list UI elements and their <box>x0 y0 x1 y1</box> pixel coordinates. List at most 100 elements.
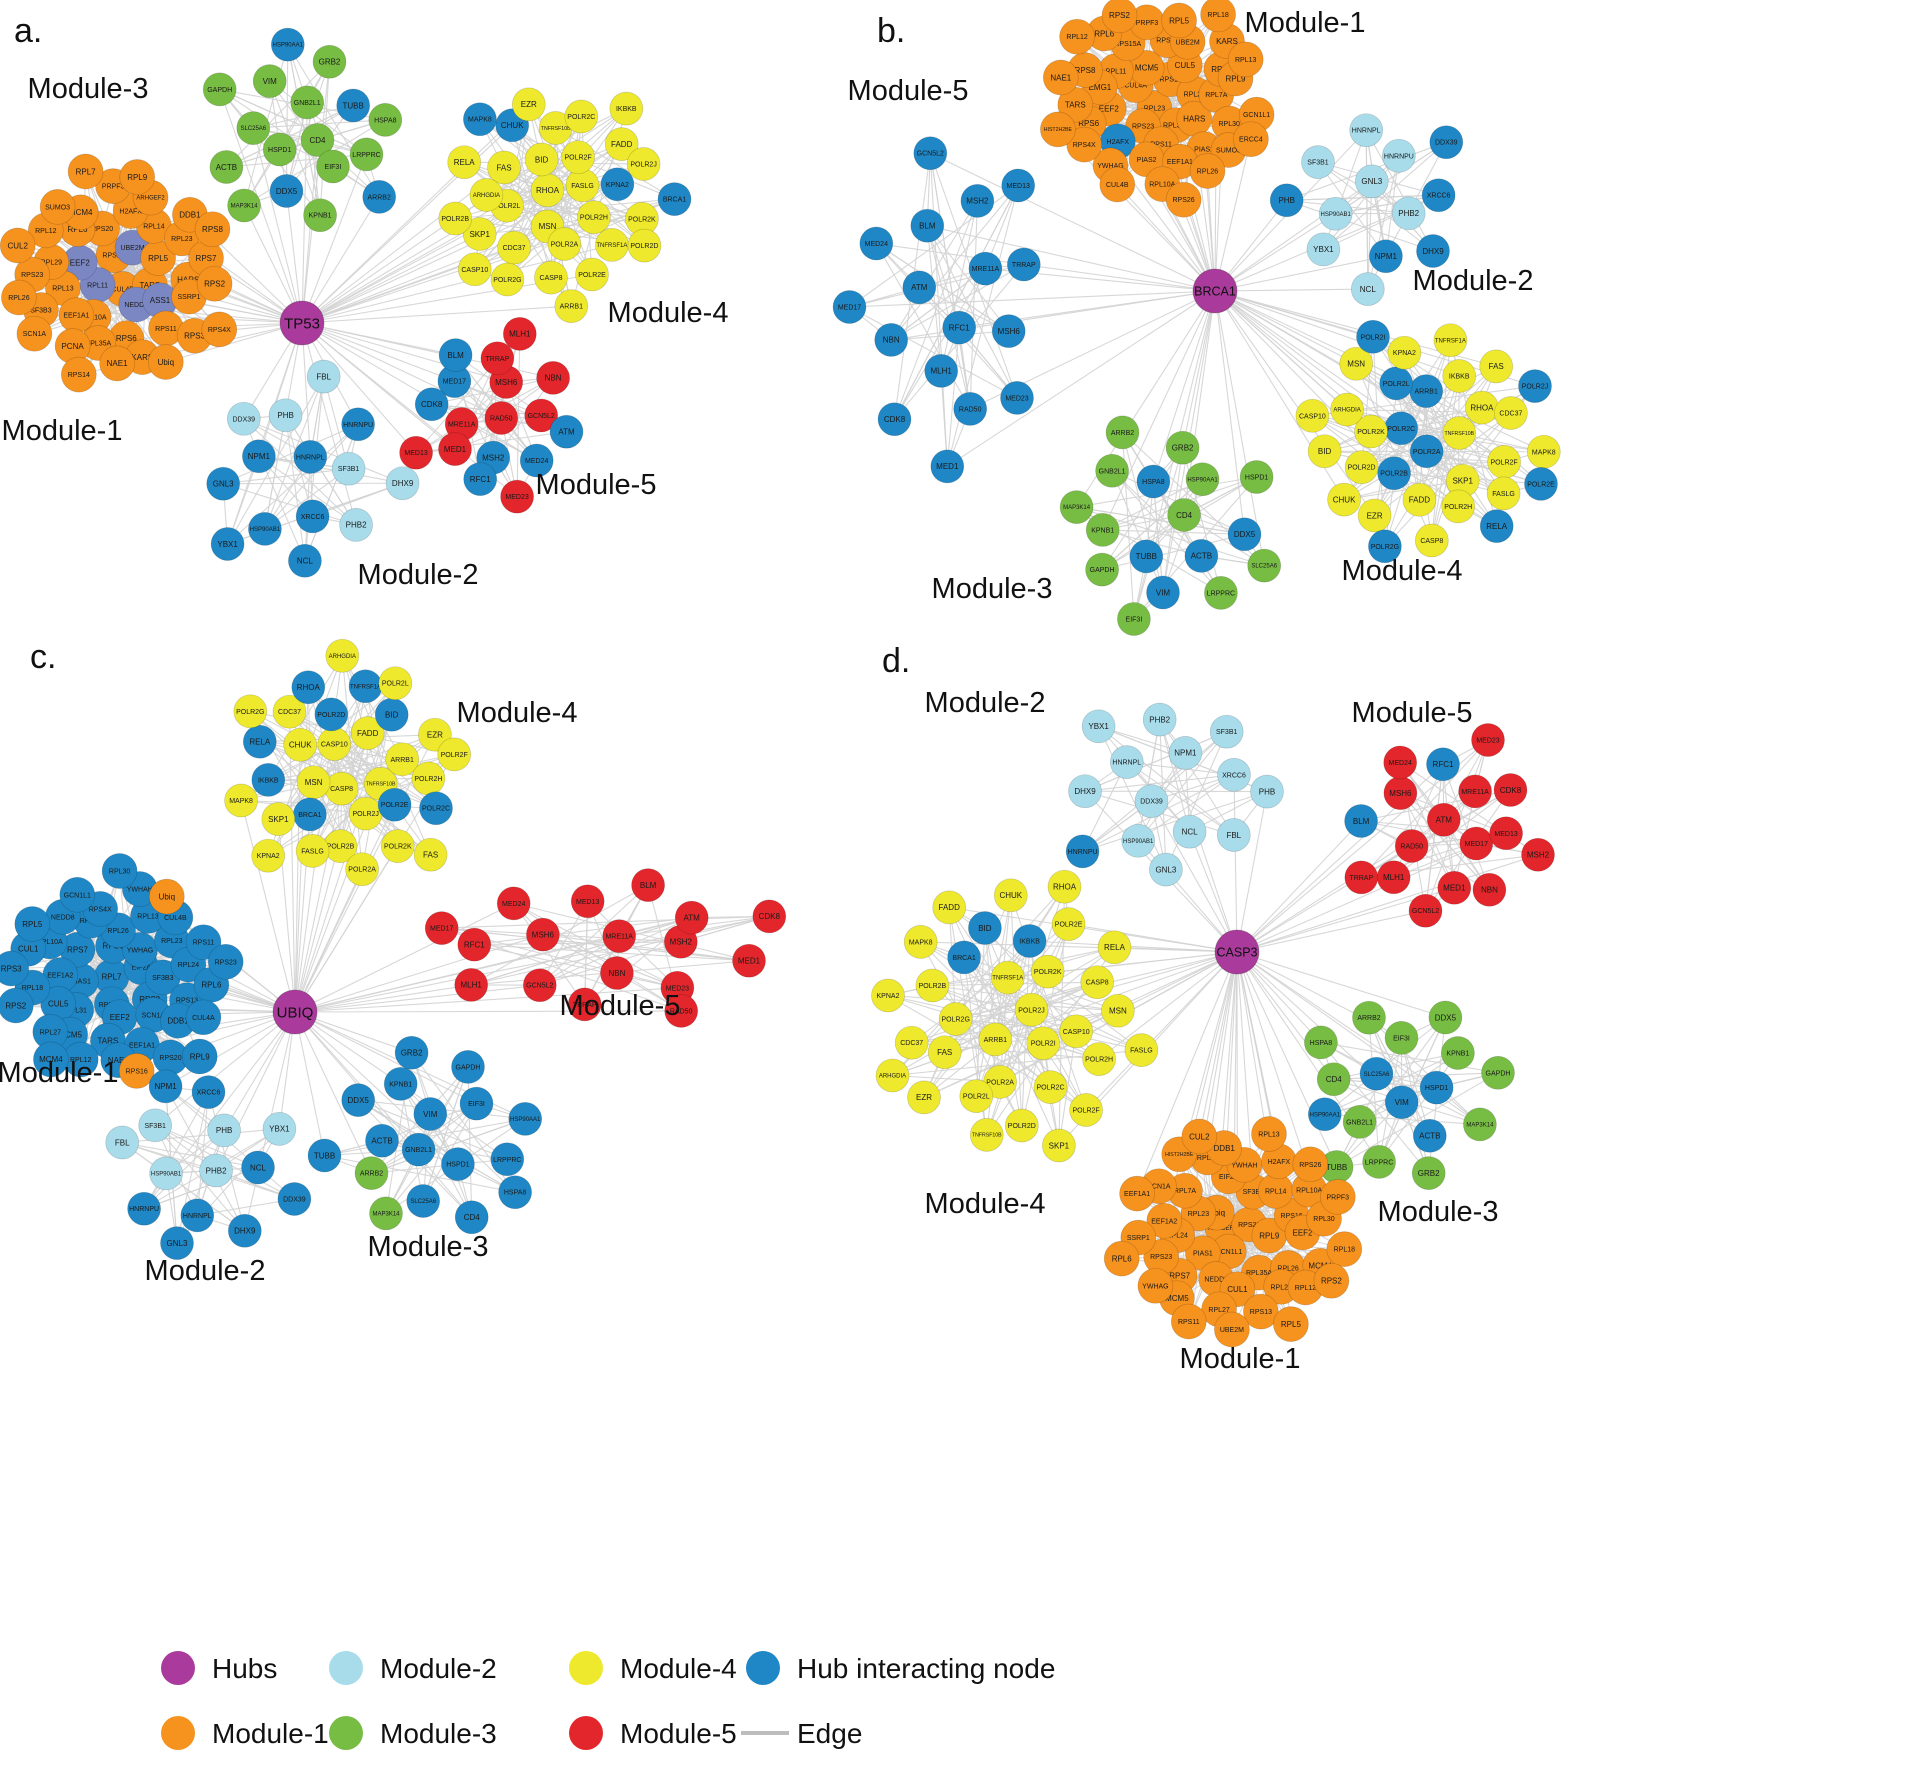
gene-node-label: MED13 <box>404 450 427 457</box>
gene-node: BRCA1 <box>293 797 327 832</box>
gene-node-label: MSN <box>1347 360 1365 369</box>
gene-node-circle <box>1105 415 1140 450</box>
gene-node-circle <box>1065 834 1100 869</box>
gene-node: MAP3K14 <box>369 1196 403 1231</box>
gene-node-label: NEDD8 <box>51 914 75 921</box>
edge <box>1101 533 1245 571</box>
gene-node-label: GRB2 <box>1172 444 1194 453</box>
gene-node-circle <box>241 1150 275 1185</box>
gene-node: HNRNPU <box>127 1191 161 1226</box>
gene-node-circle <box>406 1184 441 1218</box>
gene-node-circle <box>930 449 965 484</box>
gene-node: GNB2L1 <box>1095 453 1129 488</box>
gene-node-label: DHX9 <box>1074 787 1096 796</box>
gene-node-circle <box>564 99 599 134</box>
gene-node: HNRNPL <box>1109 745 1144 779</box>
module-label: Module-1 <box>1245 7 1366 39</box>
edge <box>1101 478 1203 571</box>
hub-edge <box>294 984 472 1013</box>
gene-node-label: HSP90AA1 <box>510 1117 541 1123</box>
gene-node: RAD50 <box>664 994 699 1028</box>
gene-node-label: HSPA8 <box>504 1190 527 1197</box>
gene-node-label: MED24 <box>865 241 888 248</box>
gene-node-circle <box>469 178 504 212</box>
gene-node: CDC37 <box>272 694 307 729</box>
gene-node-label: MAPK8 <box>1532 449 1556 456</box>
gene-node-label: MED23 <box>1005 395 1028 402</box>
gene-node: RPS11 <box>1170 1303 1207 1340</box>
gene-node-circle <box>1441 1036 1475 1070</box>
gene-node-label: MED1 <box>1443 884 1466 893</box>
gene-node: POLR2B <box>323 829 358 863</box>
gene-node-label: EIF2A <box>1219 1174 1239 1181</box>
gene-node-label: NPM1 <box>248 452 271 461</box>
gene-node-circle <box>1124 1033 1159 1067</box>
gene-node-label: POLR2A <box>1413 449 1441 456</box>
gene-node-label: RPS13 <box>102 253 124 260</box>
legend-label: Module-1 <box>212 1718 329 1749</box>
gene-node-circle <box>1292 1146 1329 1183</box>
gene-node-label: RPL26 <box>1197 168 1219 175</box>
gene-node-label: Ubiq <box>158 358 174 367</box>
legend-item: Hubs <box>161 1651 277 1685</box>
gene-node-label: XRCC6 <box>301 514 325 521</box>
hub-edge <box>1136 951 1238 1194</box>
gene-node: FBL <box>1216 818 1251 852</box>
gene-node-circle <box>194 211 231 248</box>
gene-node: ACTB <box>1184 539 1219 573</box>
gene-node-label: HNRNPL <box>296 454 325 461</box>
gene-node-circle <box>1357 498 1392 533</box>
gene-node: NAE1 <box>99 345 135 382</box>
gene-node-circle <box>242 439 276 474</box>
gene-node-circle <box>1521 837 1555 872</box>
gene-node-label: ASS1 <box>150 296 171 305</box>
gene-node-label: RPL12 <box>35 228 57 235</box>
gene-node-circle <box>339 508 373 542</box>
gene-node-label: DDB1 <box>167 1017 189 1026</box>
gene-node-label: NCL <box>1360 285 1377 294</box>
gene-node: TRRAP <box>1006 247 1041 282</box>
edge <box>1084 774 1235 792</box>
gene-node-label: MRE11A <box>448 421 476 428</box>
gene-node-label: CD4 <box>1176 511 1193 520</box>
gene-node-circle <box>874 323 909 357</box>
gene-node-label: ATM <box>558 428 575 437</box>
gene-node-label: RPL31 <box>1197 1155 1219 1162</box>
gene-node-label: KPNB1 <box>1446 1050 1469 1057</box>
gene-node: SKP1 <box>261 802 296 836</box>
gene-node-circle <box>508 1102 543 1136</box>
edge <box>400 1083 508 1160</box>
gene-node: POLR2H <box>1082 1042 1116 1076</box>
gene-node-circle <box>1387 335 1422 370</box>
gene-node: CD4 <box>454 1200 489 1235</box>
gene-node: SLC25A6 <box>1247 548 1282 583</box>
gene-node-label: MSH6 <box>495 378 518 387</box>
gene-node-circle <box>1412 1118 1447 1153</box>
panel-c: CASP8CASP10TNFRSF10BMSNFADDPOLR2JCHUKARR… <box>0 638 787 1287</box>
gene-node-label: CDC37 <box>900 1040 923 1047</box>
edge <box>894 268 986 420</box>
gene-node: EZR <box>511 87 546 122</box>
gene-node-circle <box>1411 1156 1446 1190</box>
gene-node: RPS13 <box>1243 1293 1279 1330</box>
edge <box>341 655 363 870</box>
gene-node: RPS8 <box>194 211 231 248</box>
gene-node-label: LRPPRC <box>493 1157 521 1164</box>
gene-node: EIF3I <box>1117 602 1151 636</box>
gene-node-circle <box>209 150 244 184</box>
gene-node-label: RPL11 <box>87 282 108 289</box>
gene-node-label: POLR2H <box>1085 1057 1113 1064</box>
gene-node-label: RHOA <box>1470 403 1494 412</box>
gene-node: BRCA1 <box>947 940 981 975</box>
gene-node-label: MCM4 <box>1308 1262 1332 1271</box>
gene-node: TNFRSF10B <box>1442 416 1477 450</box>
gene-node-label: TUBB <box>1136 552 1157 561</box>
hub-swatch <box>161 1651 195 1685</box>
gene-node-label: MED24 <box>525 458 548 465</box>
gene-node-circle <box>978 1022 1013 1057</box>
gene-node-label: CASP8 <box>540 275 563 282</box>
gene-node-label: GNB2L1 <box>294 100 321 107</box>
gene-node-label: H2AFX <box>1268 1159 1291 1166</box>
hub-circle <box>1214 929 1260 975</box>
gene-node-label: MED17 <box>430 926 453 933</box>
